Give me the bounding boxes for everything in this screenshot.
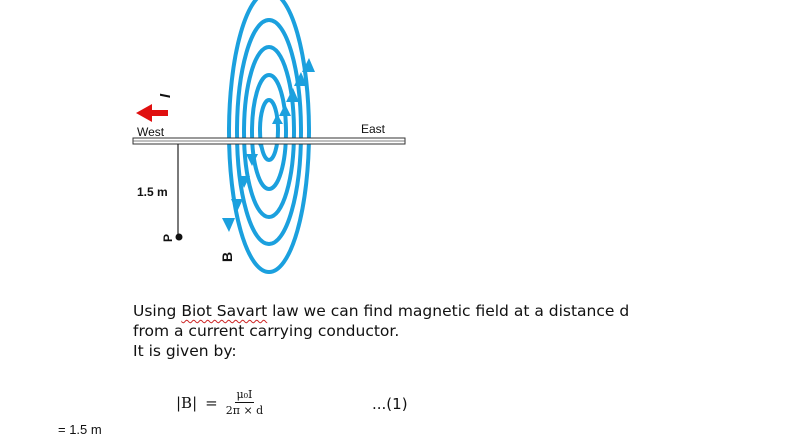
field-lines: [227, 0, 311, 274]
explanation-line-2: from a current carrying conductor.: [133, 322, 400, 340]
field-arrow-up-3: [286, 88, 299, 102]
field-line-2: [235, 18, 303, 246]
equation-number: ...(1): [372, 395, 408, 413]
east-label: East: [361, 122, 386, 136]
biot-savart-term: Biot Savart: [181, 302, 268, 320]
equation: |B| = μ₀I 2π × d: [176, 388, 263, 417]
conductor-wire: [132, 137, 406, 145]
distance-value: = 1.5 m: [58, 422, 102, 437]
field-arrow-down-4: [246, 154, 258, 166]
equation-lhs: |B|: [176, 393, 198, 412]
field-arrow-down-3: [238, 176, 250, 188]
explanation-line-1: Using Biot Savart law we can find magnet…: [133, 302, 630, 320]
field-line-outer: [227, 0, 311, 274]
field-arrow-up-4: [279, 104, 291, 116]
field-line-3: [242, 45, 296, 219]
point-p-dot: [175, 233, 183, 241]
explanation-paragraph: Using Biot Savart law we can find magnet…: [133, 301, 629, 361]
field-arrow-up-2: [294, 72, 307, 86]
field-b-label: B: [219, 252, 235, 262]
equation-denominator: 2π × d: [225, 404, 264, 417]
distance-label: 1.5 m: [137, 185, 168, 199]
field-arrow-down-1: [222, 218, 235, 232]
current-label: I: [157, 93, 174, 98]
equation-numerator: μ₀I: [234, 388, 255, 403]
equation-equals: =: [205, 393, 218, 412]
explanation-line-3: It is given by:: [133, 342, 237, 360]
field-line-4: [250, 73, 288, 191]
point-p-label: P: [161, 234, 175, 242]
field-arrow-up-5: [272, 114, 283, 124]
west-label: West: [137, 125, 165, 139]
current-arrow: [136, 104, 168, 122]
field-line-inner: [258, 98, 280, 162]
equation-fraction: μ₀I 2π × d: [226, 388, 263, 417]
magnetic-field-diagram: I West East 1.5 m P B: [132, 0, 406, 274]
field-arrow-down-2: [231, 199, 243, 212]
field-arrow-up-1: [302, 58, 315, 72]
